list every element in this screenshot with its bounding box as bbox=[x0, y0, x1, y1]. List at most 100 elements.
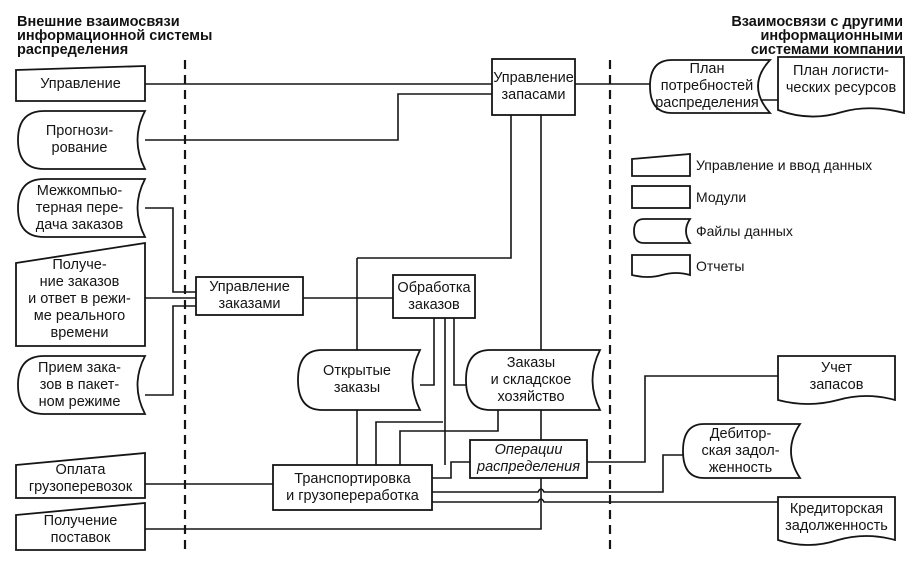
connector-postavok-to-operacii bbox=[145, 478, 542, 530]
node-label: дача заказов bbox=[35, 216, 124, 233]
connector-transport-up-a bbox=[375, 421, 443, 465]
legend-shape-data-file bbox=[633, 218, 692, 244]
shape-plan-logist bbox=[777, 56, 905, 118]
node-label: грузоперевозок bbox=[28, 478, 133, 495]
node-label: и грузопереработка bbox=[286, 487, 419, 504]
node-label: поставок bbox=[50, 529, 111, 546]
connector-transport-to-operacii bbox=[432, 461, 470, 479]
shape-transportirovka bbox=[272, 464, 433, 511]
node-prognozirovanie: Прогнози-рование bbox=[22, 111, 137, 169]
shape-oplata bbox=[15, 452, 146, 499]
node-label: Управление bbox=[209, 279, 290, 295]
connector-transport-to-debitor bbox=[432, 454, 683, 493]
node-label: заказы bbox=[333, 380, 381, 396]
shape-upravlenie-zakazami bbox=[195, 276, 304, 316]
node-label: распределения bbox=[655, 95, 759, 111]
shape-priem-zakazov bbox=[17, 355, 147, 415]
connector-transport-to-kreditor bbox=[432, 498, 778, 503]
node-label: запасов bbox=[809, 377, 864, 393]
node-label: рование bbox=[51, 140, 108, 156]
shape-zakazy-sklad bbox=[465, 349, 602, 411]
node-label: Управление bbox=[40, 76, 121, 92]
node-label: хозяйство bbox=[497, 388, 565, 405]
node-label: потребностей bbox=[660, 78, 754, 94]
connector-obrabotka-to-open bbox=[420, 318, 435, 386]
legend-item-module: Модули bbox=[696, 189, 747, 205]
header-line: информационными bbox=[760, 28, 903, 44]
node-label: Открытые bbox=[323, 363, 391, 379]
legend-shape-input bbox=[631, 153, 691, 177]
legend-shape-module bbox=[631, 185, 691, 209]
node-label: ме реального bbox=[33, 308, 126, 324]
shape-plan-potrebnostey bbox=[649, 59, 773, 114]
header-other-systems: Взаимосвязи с другими информационными си… bbox=[731, 14, 903, 58]
node-label: и складское bbox=[490, 371, 572, 388]
header-line: Взаимосвязи с другими bbox=[731, 14, 903, 30]
shape-mezhkomp bbox=[17, 178, 147, 238]
node-label: зов в пакет- bbox=[39, 376, 120, 393]
shape-otkrytye-zakazy bbox=[297, 349, 422, 411]
header-external-links: Внешние взаимосвязи информационной систе… bbox=[17, 14, 212, 58]
shape-kreditor bbox=[777, 496, 896, 546]
shape-poluchenie-postavok bbox=[15, 502, 146, 551]
node-label: запасами bbox=[501, 87, 566, 103]
node-plan-logist: План логисти-ческих ресурсов bbox=[778, 60, 904, 100]
shape-operacii bbox=[469, 439, 588, 479]
node-upravlenie: Управление bbox=[16, 68, 145, 101]
node-label: Обработка bbox=[397, 279, 471, 296]
node-label: Дебитор- bbox=[709, 425, 772, 442]
shape-upravlenie-zapasami bbox=[491, 58, 576, 116]
node-label: заказами bbox=[218, 296, 281, 312]
connector-priem-to-zakazami bbox=[145, 305, 196, 396]
node-label: времени bbox=[50, 325, 109, 341]
shape-prognozirovanie bbox=[17, 110, 147, 170]
node-label: задолженность bbox=[785, 518, 888, 534]
node-label: Получе- bbox=[52, 257, 107, 273]
shape-debitor bbox=[682, 423, 802, 479]
connectors bbox=[145, 83, 790, 530]
legend-item-report: Отчеты bbox=[696, 258, 745, 274]
node-mezhkomp: Межкомпью-терная пере-дача заказов bbox=[22, 179, 137, 237]
node-label: женность bbox=[708, 459, 773, 476]
node-label: Операции bbox=[494, 442, 563, 458]
shape-upravlenie bbox=[15, 65, 146, 102]
node-priem-zakazov: Прием зака-зов в пакет-ном режиме bbox=[22, 356, 137, 414]
node-label: План логисти- bbox=[793, 63, 889, 79]
legend-item-input: Управление и ввод данных bbox=[696, 157, 873, 173]
node-label: Прогнози- bbox=[45, 123, 114, 139]
connector-mezhkomp-to-zakazami bbox=[145, 207, 196, 293]
node-label: Заказы bbox=[506, 354, 556, 371]
node-label: Оплата bbox=[55, 461, 106, 478]
node-label: ческих ресурсов bbox=[785, 80, 897, 96]
node-label: Кредиторская bbox=[789, 501, 884, 517]
shape-obrabotka-zakazov bbox=[392, 274, 476, 319]
node-label: План bbox=[689, 61, 725, 77]
node-label: заказов bbox=[408, 296, 460, 313]
node-label: Управление bbox=[493, 70, 574, 86]
header-line: Внешние взаимосвязи bbox=[17, 14, 180, 30]
connector-prognoz-to-zapasami bbox=[145, 93, 492, 141]
node-label: ном режиме bbox=[38, 393, 121, 410]
node-label: Прием зака- bbox=[38, 359, 121, 376]
connector-obrabotka-up bbox=[357, 115, 512, 259]
node-debitor: Дебитор-ская задол-женность bbox=[688, 424, 793, 478]
node-label: распределения bbox=[477, 459, 580, 475]
connector-obrabotka-to-sklad bbox=[453, 318, 466, 386]
legend-item-data-file: Файлы данных bbox=[696, 223, 793, 239]
node-label: Учет bbox=[821, 360, 852, 376]
header-line: распределения bbox=[17, 42, 129, 58]
node-label: ние заказов bbox=[39, 274, 120, 290]
header-line: системами компании bbox=[750, 42, 903, 58]
node-label: Межкомпью- bbox=[36, 182, 123, 199]
